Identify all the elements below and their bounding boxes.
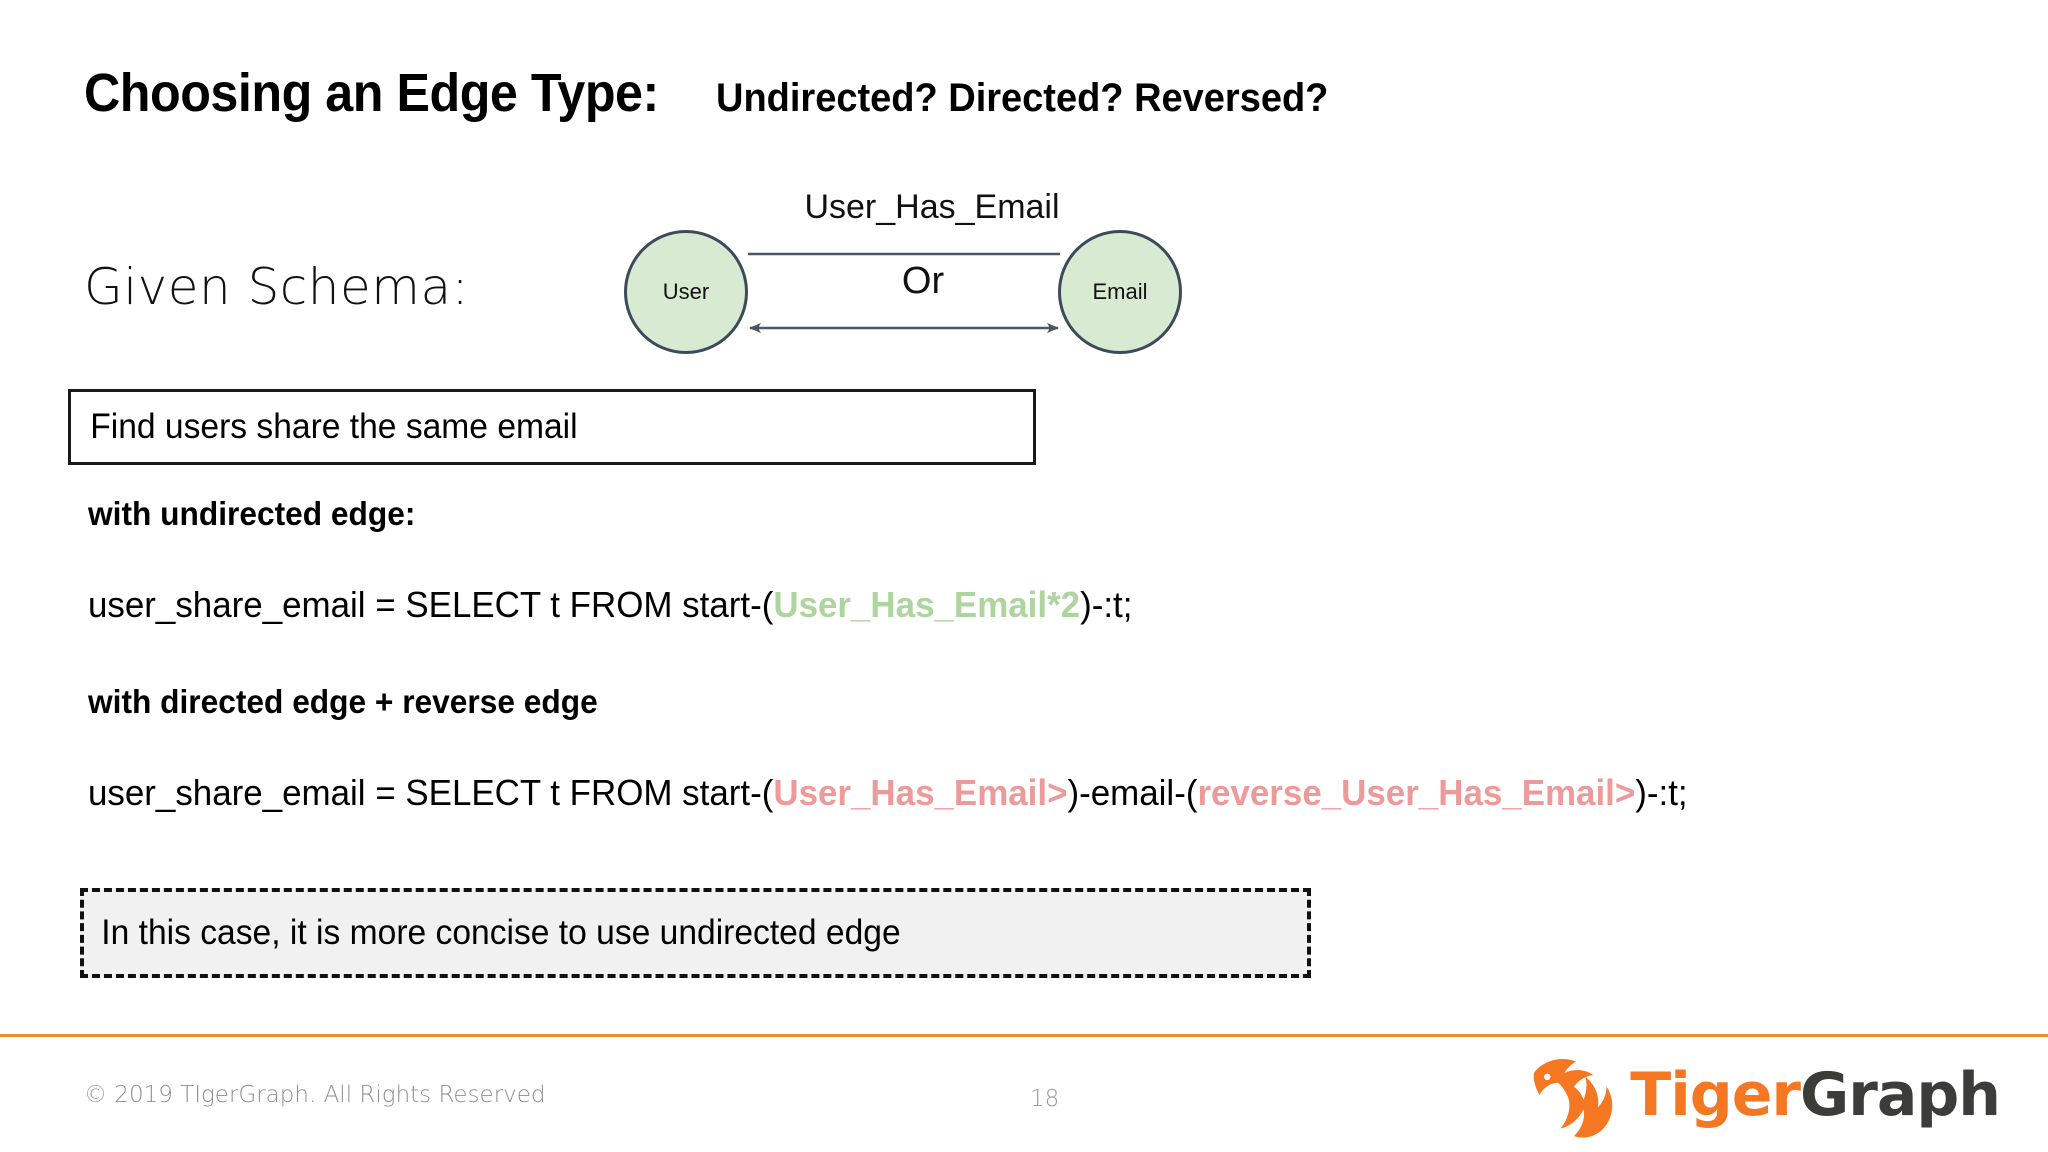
- edge-type-label: User_Has_Email: [804, 188, 1060, 226]
- schema-node-email-label: Email: [1092, 279, 1148, 304]
- schema-diagram: User_Has_Email User Email Or: [608, 188, 1208, 368]
- tigergraph-logo: TigerGraph: [1526, 1052, 2001, 1138]
- code-highlight-reverse-edge: reverse_User_Has_Email>: [1197, 772, 1636, 813]
- section-heading-directed: with directed edge + reverse edge: [88, 683, 598, 720]
- footer-page-number: 18: [1030, 1086, 1060, 1112]
- question-callout-box: Find users share the same email: [68, 389, 1036, 465]
- title-subtitle-text: Undirected? Directed? Reversed?: [716, 76, 1329, 120]
- title-main-text: Choosing an Edge Type:: [84, 63, 659, 123]
- code-line-undirected: user_share_email = SELECT t FROM start-(…: [88, 584, 1132, 626]
- conclusion-text: In this case, it is more concise to use …: [101, 913, 901, 952]
- conclusion-callout-box: In this case, it is more concise to use …: [80, 888, 1311, 978]
- slide-title: Choosing an Edge Type: Undirected? Direc…: [84, 62, 1361, 124]
- logo-wordmark: TigerGraph: [1630, 1065, 2001, 1125]
- code-highlight-directed-edge: User_Has_Email>: [773, 772, 1068, 813]
- code-suffix-1: )-:t;: [1080, 584, 1133, 625]
- code-highlight-undirected-edge: User_Has_Email*2: [773, 584, 1081, 625]
- code-prefix-2: user_share_email = SELECT t FROM start-(: [88, 772, 774, 813]
- schema-edges: [748, 252, 1060, 333]
- schema-node-user-label: User: [662, 279, 710, 304]
- tiger-head-icon: [1533, 1058, 1613, 1138]
- code-prefix-1: user_share_email = SELECT t FROM start-(: [88, 584, 774, 625]
- code-suffix-2: )-:t;: [1635, 772, 1688, 813]
- question-text: Find users share the same email: [90, 407, 578, 446]
- footer-copyright: © 2019 TIgerGraph. All Rights Reserved: [84, 1082, 546, 1108]
- edge-or-label: Or: [901, 260, 945, 302]
- logo-text-tiger: Tiger: [1630, 1060, 1801, 1130]
- code-line-directed: user_share_email = SELECT t FROM start-(…: [88, 772, 1688, 814]
- code-middle-2: )-email-(: [1067, 772, 1198, 813]
- schema-node-email: Email: [1058, 230, 1182, 354]
- schema-node-user: User: [624, 230, 748, 354]
- given-schema-label: Given Schema:: [84, 258, 469, 316]
- logo-text-graph: Graph: [1800, 1060, 2001, 1130]
- section-heading-undirected: with undirected edge:: [88, 495, 416, 532]
- footer-divider: [0, 1034, 2048, 1037]
